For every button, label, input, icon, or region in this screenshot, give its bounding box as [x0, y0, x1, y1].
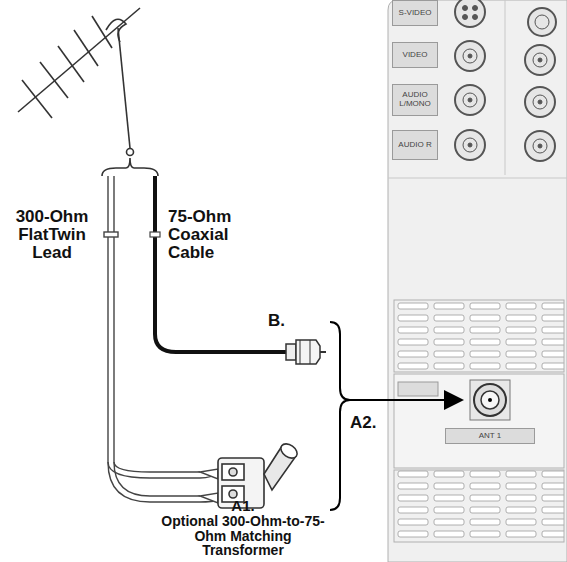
matching-transformer — [218, 441, 300, 508]
callout-letter: A2. — [350, 414, 390, 432]
antenna-input-connector — [470, 380, 510, 420]
jack-label: S-VIDEO — [397, 8, 434, 19]
cable-label: 75-Ohm Coaxial Cable — [168, 208, 278, 262]
panel-label-box: ANT 1 — [445, 428, 535, 444]
av-jacks — [455, 0, 556, 161]
bracket-arrow — [330, 322, 460, 510]
coaxial-cable — [150, 176, 326, 364]
panel-label-box: AUDIO L/MONO — [392, 84, 438, 116]
part-label: Optional 300-Ohm-to-75-Ohm Matching Tran… — [155, 514, 331, 558]
panel-label-box: AUDIO R — [392, 130, 438, 160]
callout-letter: A1. — [213, 498, 273, 514]
jack-label: AUDIO R — [396, 140, 433, 151]
cable-label: 300-Ohm FlatTwin Lead — [2, 208, 102, 262]
jack-label: VIDEO — [401, 50, 430, 61]
antenna — [18, 8, 158, 176]
tv-back-panel — [388, 0, 567, 562]
jack-label: ANT 1 — [477, 431, 504, 442]
callout-letter: B. — [268, 312, 298, 330]
jack-label: AUDIO L/MONO — [393, 90, 437, 110]
panel-label-box: S-VIDEO — [392, 0, 438, 26]
panel-label-box: VIDEO — [392, 42, 438, 68]
